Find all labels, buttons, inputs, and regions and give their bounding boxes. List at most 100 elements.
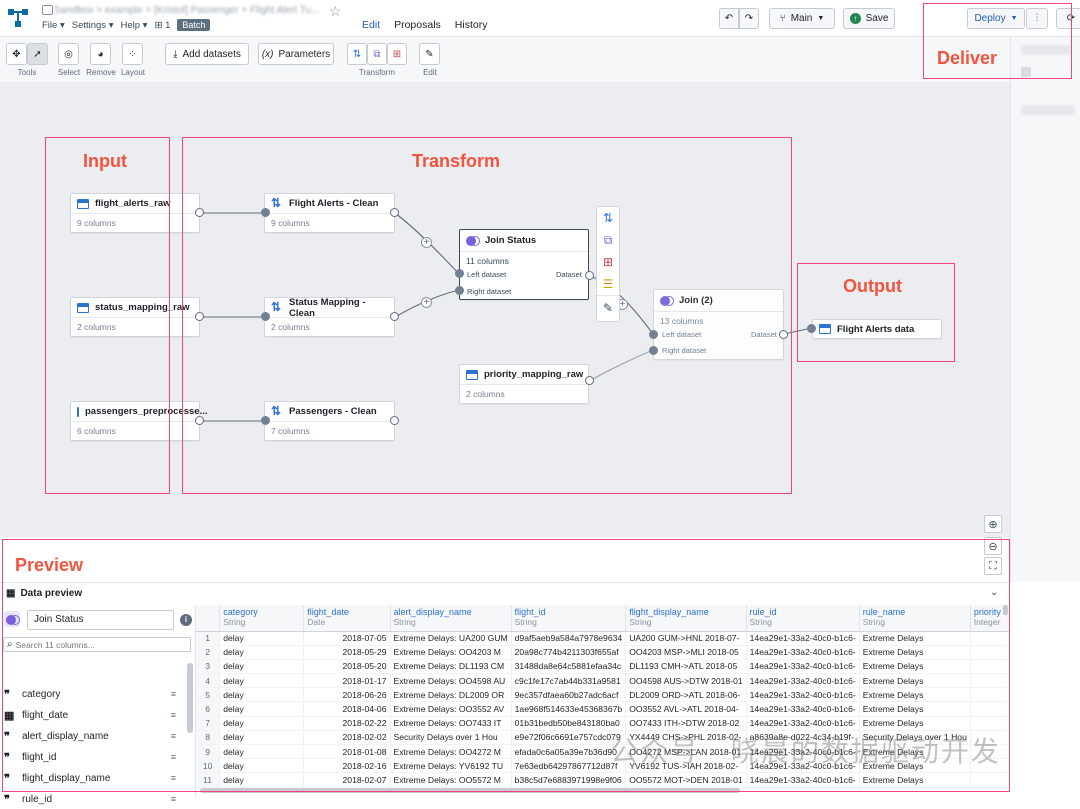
node-output-flight-alerts-data[interactable]: Flight Alerts data bbox=[812, 319, 942, 339]
right-input-port[interactable] bbox=[455, 286, 464, 295]
sort-icon[interactable]: ≡ bbox=[170, 710, 176, 720]
horizontal-scrollbar[interactable] bbox=[200, 788, 740, 793]
collapse-icon[interactable]: ⌄ bbox=[990, 587, 999, 598]
left-input-port[interactable] bbox=[649, 330, 658, 339]
tab-history[interactable]: History bbox=[454, 19, 488, 31]
select-tool-button[interactable]: ➚ bbox=[27, 43, 48, 65]
column-list-item[interactable]: ❞category≡ bbox=[4, 684, 184, 704]
deploy-button[interactable]: Deploy▼ bbox=[967, 8, 1025, 29]
scrollbar[interactable] bbox=[187, 663, 193, 733]
column-list-item[interactable]: ❞flight_display_name≡ bbox=[4, 768, 184, 788]
scrollbar[interactable] bbox=[1003, 605, 1008, 615]
parameters-button[interactable]: (x)Parameters bbox=[258, 43, 334, 65]
breadcrumb[interactable]: Sandbox > example > [Kristof] Passenger … bbox=[54, 5, 320, 16]
tab-edit[interactable]: Edit bbox=[362, 19, 381, 39]
sidebar-icon[interactable] bbox=[1021, 67, 1031, 77]
transform-button[interactable]: ⇅ bbox=[347, 43, 367, 65]
output-port[interactable] bbox=[195, 416, 204, 425]
node-flight-alerts-raw[interactable]: flight_alerts_raw 9 columns bbox=[70, 193, 200, 233]
menu-help[interactable]: Help ▾ bbox=[120, 19, 148, 31]
node-priority-mapping-raw[interactable]: priority_mapping_raw 2 columns bbox=[459, 364, 589, 404]
union-button[interactable]: ⊞ bbox=[387, 43, 407, 65]
output-port[interactable] bbox=[779, 330, 788, 339]
add-datasets-button[interactable]: ⤓Add datasets bbox=[165, 43, 249, 65]
output-port[interactable] bbox=[390, 312, 399, 321]
output-port[interactable] bbox=[390, 416, 399, 425]
info-icon[interactable]: i bbox=[180, 614, 192, 626]
node-join-status[interactable]: Join Status 11 columns bbox=[459, 229, 589, 300]
node-status-mapping-raw[interactable]: status_mapping_raw 2 columns bbox=[70, 297, 200, 337]
pencil-icon[interactable]: ✎ bbox=[597, 295, 619, 319]
sort-icon[interactable]: ≡ bbox=[170, 794, 176, 804]
column-list-item[interactable]: ❞flight_id≡ bbox=[4, 747, 184, 767]
join-button[interactable]: ⧉ bbox=[367, 43, 387, 65]
node-flight-alerts-clean[interactable]: ⇅Flight Alerts - Clean 9 columns bbox=[264, 193, 395, 233]
node-join-2[interactable]: Join (2) 13 columns bbox=[653, 289, 784, 360]
output-port[interactable] bbox=[585, 271, 594, 280]
add-step-button[interactable]: + bbox=[421, 237, 432, 248]
branch-select[interactable]: ⑂Main▼ bbox=[769, 8, 835, 29]
input-port[interactable] bbox=[261, 208, 270, 217]
transform-name-field[interactable]: Join Status bbox=[27, 610, 174, 630]
node-passengers-clean[interactable]: ⇅Passengers - Clean 7 columns bbox=[264, 401, 395, 441]
join-icon[interactable]: ⧉ bbox=[603, 233, 613, 247]
sort-icon[interactable]: ≡ bbox=[170, 752, 176, 762]
menu-file[interactable]: File ▾ bbox=[42, 19, 65, 31]
output-port[interactable] bbox=[195, 208, 204, 217]
pipeline-builder-logo-icon[interactable] bbox=[6, 6, 30, 30]
column-list-item[interactable]: ❞rule_id≡ bbox=[4, 789, 184, 809]
aggregate-icon[interactable]: ☰ bbox=[602, 277, 614, 291]
input-port[interactable] bbox=[807, 324, 816, 333]
fit-view-button[interactable]: ⛶ bbox=[984, 557, 1002, 575]
undo-button[interactable]: ↶ bbox=[719, 8, 739, 29]
left-input-port[interactable] bbox=[455, 269, 464, 278]
union-icon[interactable]: ⊞ bbox=[602, 255, 614, 269]
sync-button[interactable]: ⟳ bbox=[1056, 8, 1080, 29]
right-input-port[interactable] bbox=[649, 346, 658, 355]
zoom-in-button[interactable]: ⊕ bbox=[984, 515, 1002, 533]
output-port[interactable] bbox=[390, 208, 399, 217]
layout-button[interactable]: ⁘ bbox=[122, 43, 143, 65]
column-list-item[interactable]: ❞alert_display_name≡ bbox=[4, 726, 184, 746]
edit-button[interactable]: ✎ bbox=[419, 43, 440, 65]
deploy-settings-button[interactable]: ⫶ bbox=[1026, 8, 1048, 29]
column-search[interactable]: ⌕ bbox=[3, 637, 191, 652]
save-button[interactable]: ↑Save bbox=[843, 8, 895, 29]
select-button[interactable]: ◎ bbox=[58, 43, 79, 65]
transform-icon[interactable]: ⇅ bbox=[602, 211, 614, 225]
graph-canvas[interactable]: + + + flight_alerts_raw 9 columns status… bbox=[0, 82, 1010, 537]
sort-icon[interactable]: ≡ bbox=[170, 773, 176, 783]
redo-button[interactable]: ↷ bbox=[739, 8, 759, 29]
menu-settings[interactable]: Settings ▾ bbox=[71, 19, 114, 31]
input-port[interactable] bbox=[261, 416, 270, 425]
column-search-input[interactable] bbox=[15, 639, 176, 650]
tab-proposals[interactable]: Proposals bbox=[394, 19, 441, 31]
zoom-out-button[interactable]: ⊖ bbox=[984, 537, 1002, 555]
column-list-item[interactable]: ▦flight_date≡ bbox=[4, 705, 184, 725]
star-icon[interactable]: ☆ bbox=[329, 3, 342, 19]
node-passengers-raw[interactable]: passengers_preprocesse... 6 columns bbox=[70, 401, 208, 441]
pan-tool-button[interactable]: ✥ bbox=[6, 43, 27, 65]
output-port[interactable] bbox=[585, 376, 594, 385]
sort-icon[interactable]: ≡ bbox=[170, 731, 176, 741]
branch-count[interactable]: ⊞ 1 bbox=[154, 19, 171, 31]
node-status-mapping-clean[interactable]: ⇅Status Mapping - Clean 2 columns bbox=[264, 297, 395, 337]
input-port[interactable] bbox=[261, 312, 270, 321]
